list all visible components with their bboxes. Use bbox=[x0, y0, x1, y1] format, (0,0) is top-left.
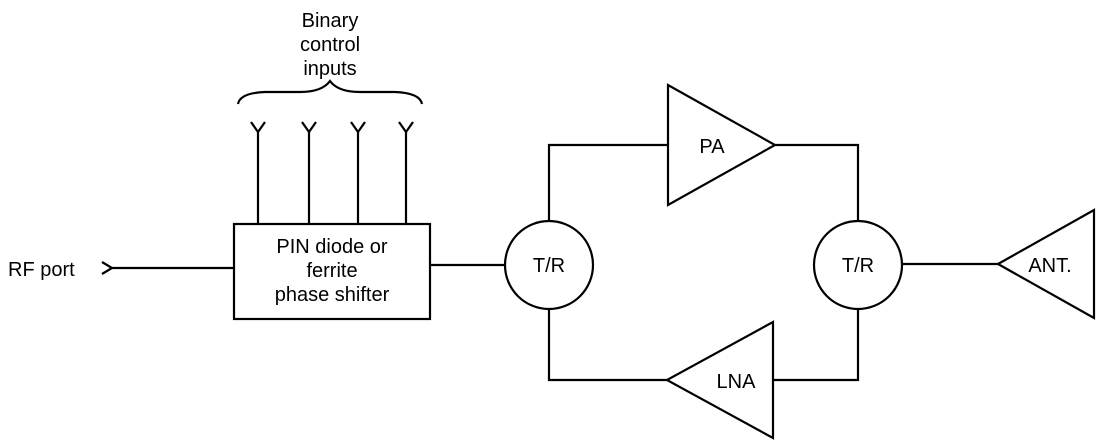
antenna: ANT. bbox=[995, 208, 1096, 320]
antenna-label: ANT. bbox=[1028, 255, 1071, 277]
upper-path-right bbox=[775, 143, 860, 221]
control-inputs-brace bbox=[236, 79, 424, 105]
rf-port-arrow bbox=[101, 261, 115, 275]
phase-shifter-line-1: PIN diode or bbox=[276, 236, 388, 258]
rf-port-label: RF port bbox=[8, 259, 75, 281]
lna-label: LNA bbox=[717, 371, 757, 393]
control-label-line-2: control bbox=[300, 34, 360, 56]
low-noise-amplifier: LNA bbox=[664, 320, 775, 440]
lower-path-right bbox=[773, 309, 860, 382]
tr-left-label: T/R bbox=[533, 255, 565, 277]
power-amplifier: PA bbox=[666, 83, 778, 207]
control-input-4 bbox=[398, 121, 414, 224]
phase-shifter-block bbox=[232, 222, 432, 321]
tr-switch-right: T/R bbox=[812, 219, 904, 311]
control-input-lines bbox=[250, 121, 414, 224]
tr-right-label: T/R bbox=[842, 255, 874, 277]
phase-shifter-label: PIN diode or ferrite phase shifter bbox=[275, 236, 390, 306]
phase-shifter-line-3: phase shifter bbox=[275, 284, 390, 306]
lower-path-left bbox=[547, 309, 667, 382]
control-input-1 bbox=[250, 121, 266, 224]
phase-shifter-line-2: ferrite bbox=[306, 260, 357, 282]
control-input-3 bbox=[350, 121, 366, 224]
control-label-line-1: Binary bbox=[302, 10, 359, 32]
control-label-line-3: inputs bbox=[303, 58, 356, 80]
upper-path-left bbox=[547, 143, 668, 221]
tr-switch-left: T/R bbox=[503, 219, 595, 311]
control-input-2 bbox=[301, 121, 317, 224]
binary-control-inputs-label: Binary control inputs bbox=[300, 10, 360, 80]
pa-label: PA bbox=[699, 136, 725, 158]
